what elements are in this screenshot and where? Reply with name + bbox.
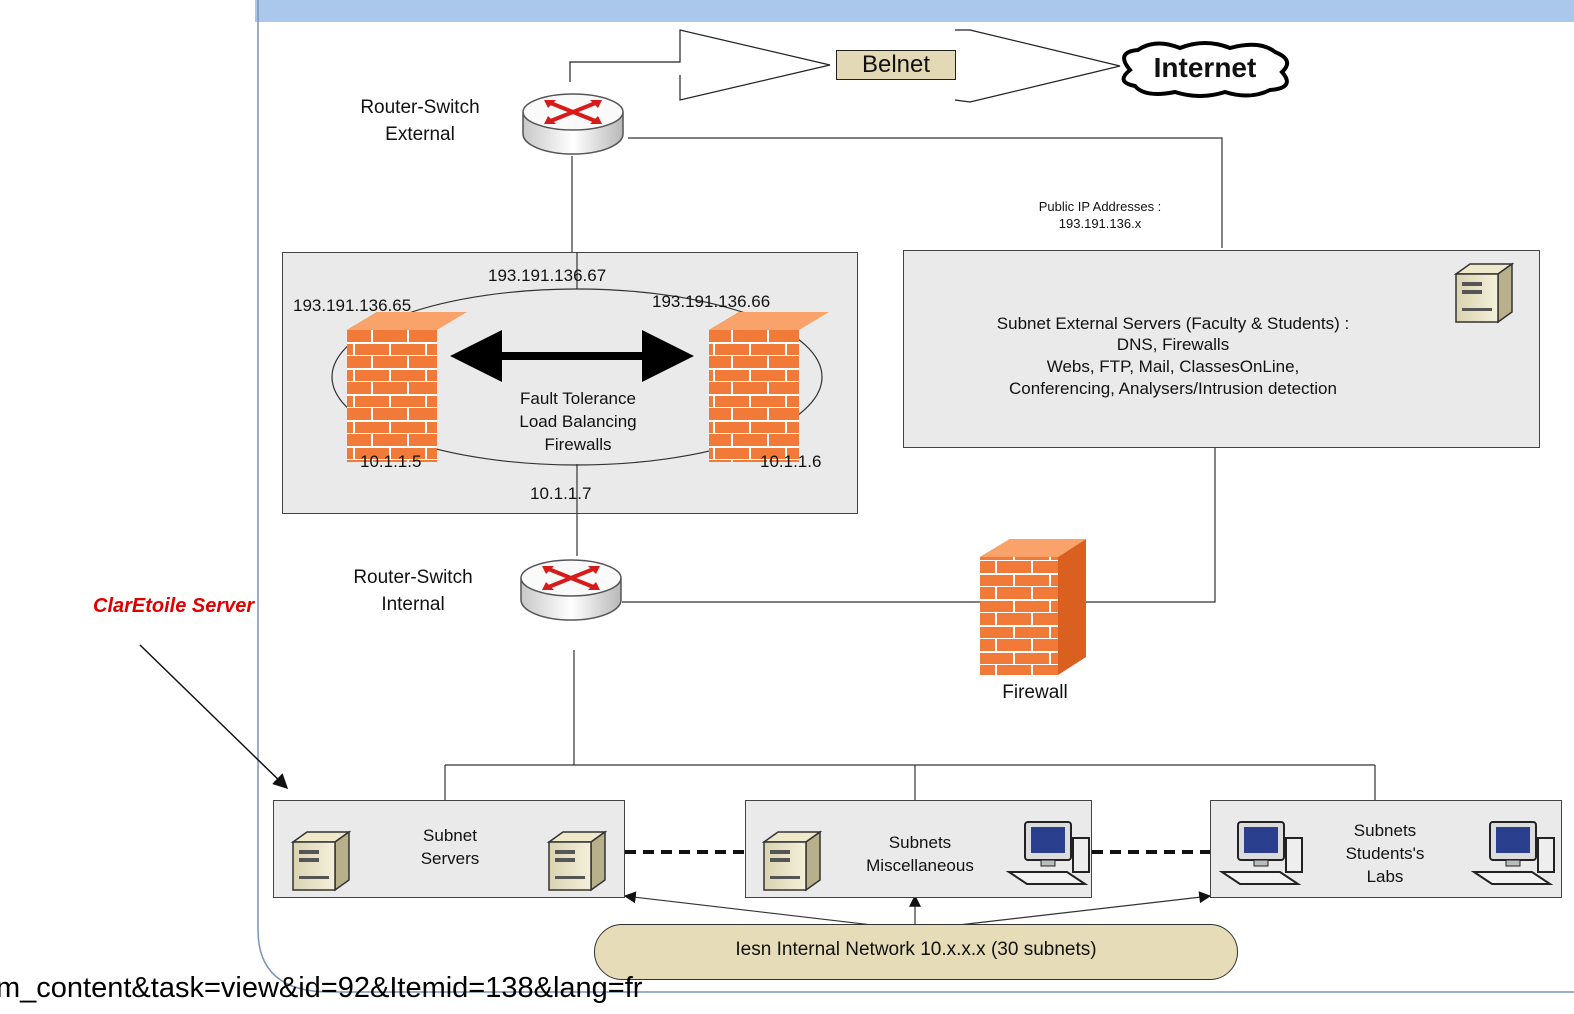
router-internal-icon [520, 559, 622, 621]
public-ip-label-2: 193.191.136.x [1058, 216, 1142, 231]
external-servers-label-3: Webs, FTP, Mail, ClassesOnLine, [1046, 357, 1300, 376]
server-icon [1453, 262, 1515, 324]
firewall-left-icon [347, 312, 467, 462]
router-internal-label-1: Router-Switch [353, 567, 473, 588]
internet-cloud-icon [1121, 41, 1290, 98]
subnet-servers-label-1: Subnet [423, 826, 477, 845]
external-servers-label-1: Subnet External Servers (Faculty & Stude… [996, 314, 1350, 333]
wan-arrow-right [954, 29, 1121, 103]
server-icon [546, 830, 608, 892]
belnet-label: Belnet [861, 51, 931, 78]
workstation-icon [1470, 821, 1555, 885]
claretoile-arrow [139, 644, 289, 790]
claretoile-label: ClarEtoile Server [93, 595, 255, 617]
router-external-icon [522, 93, 624, 155]
server-icon [761, 830, 823, 892]
fw-cluster-label-1: Fault Tolerance [520, 389, 636, 408]
ip-left-top-label: 193.191.136.65 [293, 296, 412, 315]
firewall-right-icon [709, 312, 829, 462]
external-servers-box [903, 250, 1540, 448]
workstation-icon [1218, 821, 1303, 885]
external-servers-label-4: Conferencing, Analysers/Intrusion detect… [1009, 379, 1337, 398]
subnet-misc-label-2: Miscellaneous [866, 856, 974, 875]
ip-bottom-label: 10.1.1.7 [530, 484, 592, 503]
internal-network-label: Iesn Internal Network 10.x.x.x (30 subne… [735, 939, 1097, 960]
subnet-labs-label-2: Students's [1345, 844, 1425, 863]
subnet-labs-label-1: Subnets [1353, 821, 1417, 840]
internal-network-pill [594, 924, 1238, 980]
ip-right-bottom-label: 10.1.1.6 [760, 452, 822, 471]
public-ip-label-1: Public IP Addresses : [1038, 199, 1162, 214]
firewall-label: Firewall [1002, 682, 1068, 703]
wan-arrow-left [569, 29, 831, 101]
ip-top-label: 193.191.136.67 [488, 266, 607, 285]
router-external-label-2: External [385, 124, 455, 145]
double-arrow-icon [450, 330, 694, 382]
firewall-cluster-graphics [331, 252, 829, 514]
router-external-label-1: Router-Switch [360, 97, 480, 118]
fw-cluster-label-2: Load Balancing [519, 412, 637, 431]
subnet-labs-label-3: Labs [1366, 867, 1404, 886]
ip-left-bottom-label: 10.1.1.5 [360, 452, 422, 471]
server-icon [290, 830, 352, 892]
belnet-node [836, 50, 956, 80]
fw-cluster-label-3: Firewalls [544, 435, 612, 454]
url-fragment-text: m_content&task=view&id=92&Itemid=138&lan… [0, 972, 643, 1004]
workstation-icon [1005, 821, 1090, 885]
subnet-misc-label-1: Subnets [888, 833, 952, 852]
external-servers-label-2: DNS, Firewalls [1116, 335, 1230, 354]
subnet-servers-label-2: Servers [420, 849, 480, 868]
router-internal-label-2: Internal [381, 594, 445, 615]
ip-right-top-label: 193.191.136.66 [652, 292, 771, 311]
header-bar [255, 0, 1574, 22]
slide-frame [257, 0, 1574, 993]
internet-label: Internet [1153, 52, 1257, 83]
firewall-icon [980, 539, 1086, 675]
